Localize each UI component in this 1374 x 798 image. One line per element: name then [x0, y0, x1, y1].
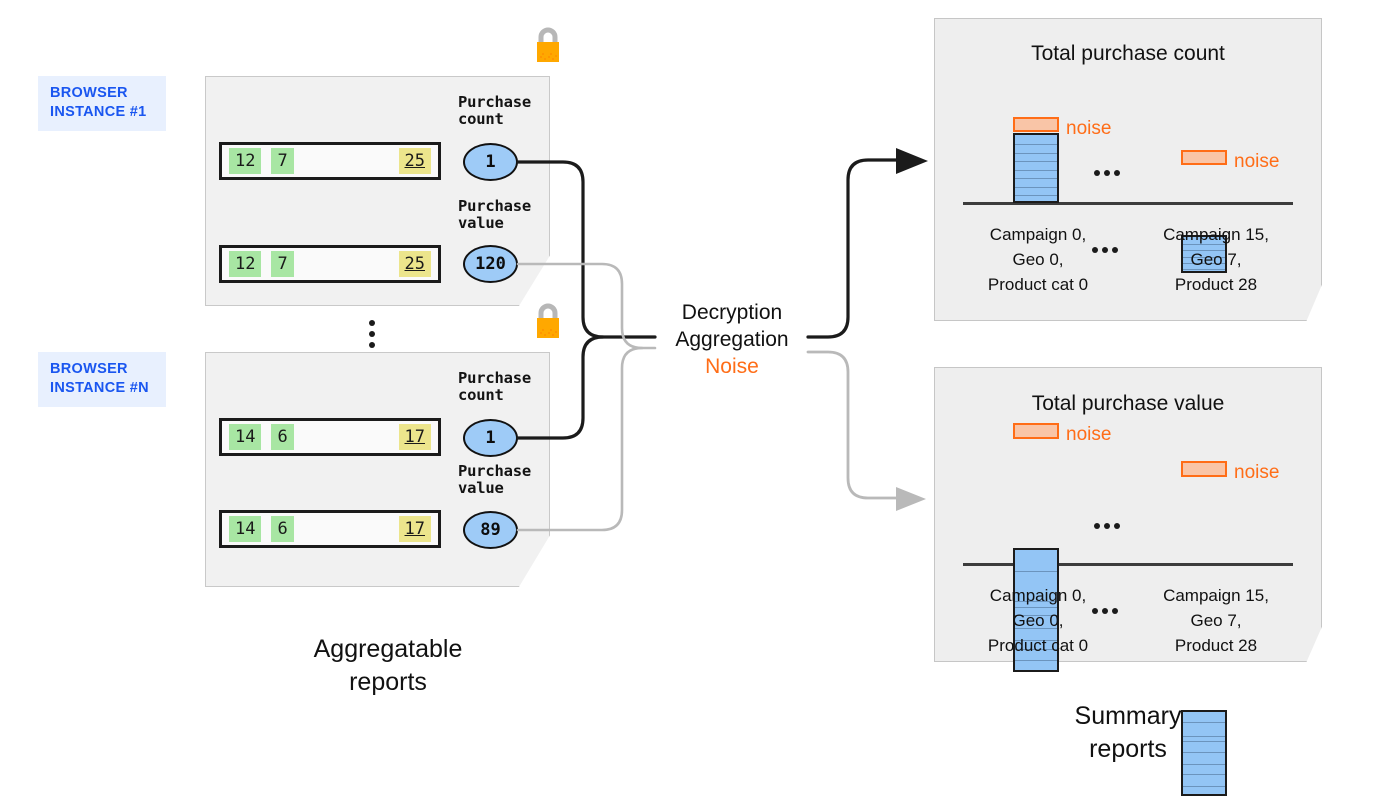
report-cell-product: 17 — [398, 424, 431, 450]
purchase-count-label: Purchase count — [458, 94, 531, 128]
chart-category-label-count-1: Campaign 15, Geo 7, Product 28 — [1136, 222, 1296, 297]
aggregation-line: Aggregation — [675, 328, 789, 351]
chart-category-label-value-0: Campaign 0, Geo 0, Product cat 0 — [958, 583, 1118, 658]
noise-label-count-0: noise — [1066, 118, 1112, 139]
caption-line-2: reports — [1089, 735, 1167, 763]
caption-line-1: Summary — [1074, 702, 1182, 730]
purchase-count-value: 1 — [463, 419, 518, 457]
browser-instance-1-badge: BROWSER INSTANCE #1 — [38, 76, 166, 131]
report-row: 14 6 17 — [219, 510, 441, 548]
chart-label-ellipsis-count — [1092, 247, 1118, 253]
report-cell-campaign: 14 — [229, 516, 262, 542]
metric-label-line-2: value — [458, 214, 504, 232]
badge-line-1: BROWSER — [50, 361, 128, 377]
badge-line-2: INSTANCE #N — [50, 380, 149, 396]
cat-line-2: Geo 0, — [1012, 250, 1064, 269]
purchase-value-label: Purchase value — [458, 198, 531, 232]
aggregatable-reports-caption: Aggregatable reports — [248, 633, 528, 699]
noise-line: Noise — [705, 355, 759, 378]
cat-line-1: Campaign 0, — [989, 586, 1087, 605]
report-row: 12 7 25 — [219, 245, 441, 283]
report-cell-campaign: 12 — [229, 148, 262, 174]
metric-label-line-1: Purchase — [458, 197, 532, 215]
chart-bar-count-0 — [1013, 133, 1059, 203]
report-cell-product: 17 — [398, 516, 431, 542]
cat-line-1: Campaign 15, — [1163, 586, 1269, 605]
report-cell-geo: 7 — [271, 148, 294, 174]
chart-category-label-count-0: Campaign 0, Geo 0, Product cat 0 — [958, 222, 1118, 297]
chart-bar-value-0 — [1013, 548, 1059, 672]
purchase-count-label: Purchase count — [458, 370, 531, 404]
metric-label-line-2: count — [458, 110, 504, 128]
report-cell-geo: 6 — [271, 516, 294, 542]
chart-ellipsis-count — [1094, 170, 1120, 176]
noise-label-value-1: noise — [1234, 462, 1280, 483]
caption-line-2: reports — [349, 668, 427, 696]
noise-label-count-1: noise — [1234, 151, 1280, 172]
summary-report-panel-count — [934, 18, 1322, 321]
cat-line-1: Campaign 15, — [1163, 225, 1269, 244]
cat-line-2: Geo 0, — [1012, 611, 1064, 630]
metric-label-line-1: Purchase — [458, 369, 532, 387]
cat-line-2: Geo 7, — [1190, 611, 1242, 630]
report-cell-campaign: 12 — [229, 251, 262, 277]
report-cell-product: 25 — [398, 251, 431, 277]
badge-line-2: INSTANCE #1 — [50, 104, 147, 120]
cat-line-2: Geo 7, — [1190, 250, 1242, 269]
badge-line-1: BROWSER — [50, 85, 128, 101]
report-cell-campaign: 14 — [229, 424, 262, 450]
purchase-value-label: Purchase value — [458, 463, 531, 497]
chart-bar-value-1 — [1181, 710, 1227, 796]
purchase-value-value: 89 — [463, 511, 518, 549]
chart-category-label-value-1: Campaign 15, Geo 7, Product 28 — [1136, 583, 1296, 658]
report-cell-product: 25 — [398, 148, 431, 174]
cat-line-3: Product cat 0 — [987, 275, 1089, 294]
cat-line-1: Campaign 0, — [989, 225, 1087, 244]
cat-line-3: Product cat 0 — [987, 636, 1089, 655]
cat-line-3: Product 28 — [1174, 275, 1258, 294]
cat-line-3: Product 28 — [1174, 636, 1258, 655]
chart-title-value: Total purchase value — [1031, 392, 1225, 415]
metric-label-line-1: Purchase — [458, 93, 532, 111]
noise-label-value-0: noise — [1066, 424, 1112, 445]
browser-instance-n-badge: BROWSER INSTANCE #N — [38, 352, 166, 407]
report-row: 14 6 17 — [219, 418, 441, 456]
summary-report-panel-value — [934, 367, 1322, 662]
noise-cap-value-0 — [1013, 423, 1059, 439]
report-cell-geo: 6 — [271, 424, 294, 450]
chart-baseline-value — [963, 563, 1293, 566]
noise-cap-count-0 — [1013, 117, 1059, 132]
decryption-aggregation-noise-label: Decryption Aggregation Noise — [656, 299, 808, 380]
vertical-ellipsis — [369, 320, 375, 348]
metric-label-line-1: Purchase — [458, 462, 532, 480]
chart-title-count: Total purchase count — [1031, 42, 1225, 65]
chart-label-ellipsis-value — [1092, 608, 1118, 614]
lock-icon — [531, 300, 565, 344]
noise-cap-count-1 — [1181, 150, 1227, 165]
chart-baseline-count — [963, 202, 1293, 205]
report-row: 12 7 25 — [219, 142, 441, 180]
summary-reports-caption: Summary reports — [988, 700, 1268, 766]
noise-cap-value-1 — [1181, 461, 1227, 477]
report-cell-geo: 7 — [271, 251, 294, 277]
lock-icon — [531, 24, 565, 68]
metric-label-line-2: count — [458, 386, 504, 404]
chart-bar-count-1 — [1181, 235, 1227, 273]
decryption-line: Decryption — [681, 301, 783, 324]
metric-label-line-2: value — [458, 479, 504, 497]
chart-ellipsis-value — [1094, 523, 1120, 529]
caption-line-1: Aggregatable — [313, 635, 463, 663]
